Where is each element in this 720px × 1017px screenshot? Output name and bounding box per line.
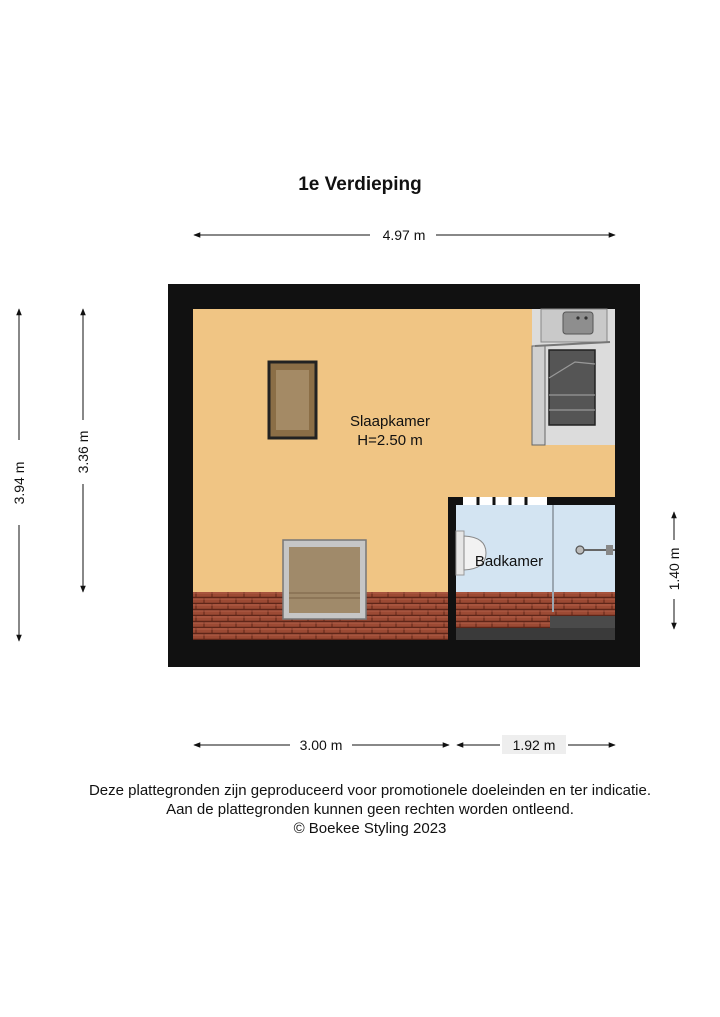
- disclaimer: Deze plattegronden zijn geproduceerd voo…: [0, 781, 720, 838]
- stair-frame: [531, 345, 546, 446]
- dim-top-width: 4.97 m: [383, 227, 426, 243]
- toilet-tank: [455, 530, 465, 576]
- copyright: © Boekee Styling 2023: [293, 820, 447, 837]
- sink-tap-left: [576, 316, 580, 320]
- room-name-slaapkamer: Slaapkamer: [350, 413, 430, 430]
- stair-steps: [548, 361, 596, 411]
- dim-bottom-left: 3.00 m: [300, 737, 343, 753]
- dim-bottom-right: 1.92 m: [513, 737, 556, 753]
- skylight-bottom-lines: [289, 592, 360, 599]
- shower-mixer: [606, 545, 613, 555]
- room-name-badkamer: Badkamer: [475, 553, 543, 570]
- floor-title: 1e Verdieping: [298, 174, 422, 195]
- disclaimer-line-1: Deze plattegronden zijn geproduceerd voo…: [88, 782, 652, 799]
- stair-opening: [548, 349, 596, 426]
- toilet-bowl: [463, 535, 487, 571]
- dim-right-bath: 1.40 m: [666, 548, 682, 591]
- shower-head: [575, 545, 585, 555]
- bath-wall-left: [448, 497, 456, 667]
- disclaimer-line-2: Aan de plattegronden kunnen geen rechten…: [166, 801, 574, 818]
- sink-tap-right: [584, 316, 588, 320]
- bath-door-marks: [476, 497, 528, 505]
- bathroom-floor-edge: [456, 628, 615, 640]
- dim-left-outer: 3.94 m: [11, 462, 27, 505]
- room-height-slaapkamer: H=2.50 m: [357, 432, 422, 449]
- dim-left-inner: 3.36 m: [75, 431, 91, 474]
- dim-bottom-right-bg: [502, 735, 566, 754]
- shower-tray-edge: [550, 616, 615, 628]
- skylight-top-inner: [276, 370, 309, 430]
- bath-door-opening: [463, 497, 547, 505]
- sink-basin: [562, 311, 594, 335]
- skylight-bottom-inner: [289, 547, 360, 613]
- stair-railing: [534, 341, 611, 347]
- bedroom-floor-right: [532, 445, 615, 497]
